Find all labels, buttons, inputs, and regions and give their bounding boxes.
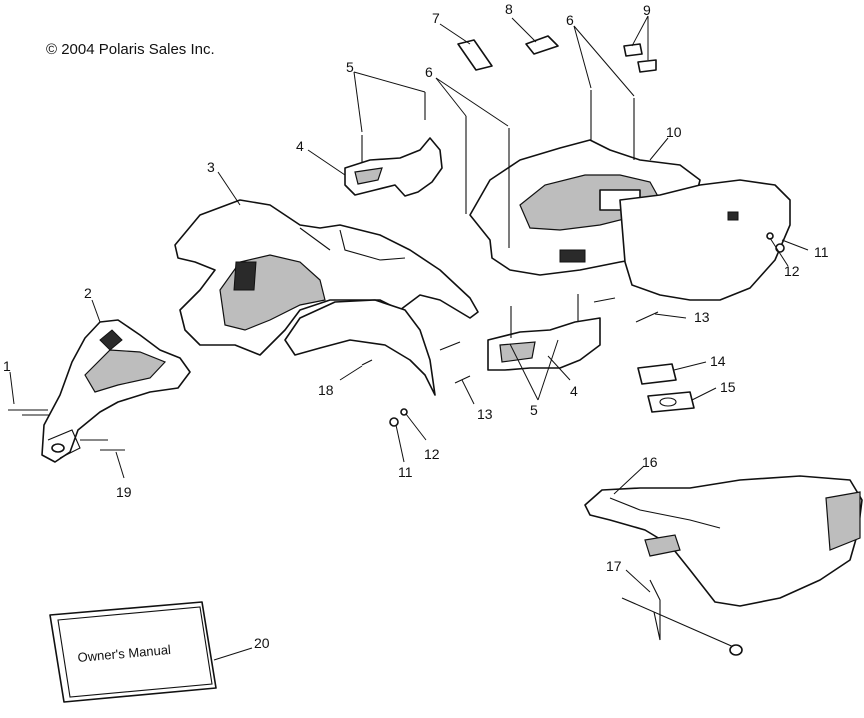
rear-fender — [469, 139, 791, 301]
front-headlight-pod — [41, 319, 191, 463]
callout-2: 2 — [84, 285, 92, 301]
callout-3: 3 — [207, 159, 215, 175]
callout-16: 16 — [642, 454, 658, 470]
callout-15: 15 — [720, 379, 736, 395]
callout-6b: 6 — [566, 12, 574, 28]
callout-18: 18 — [318, 382, 334, 398]
callout-5b: 5 — [530, 402, 538, 418]
callout-4b: 4 — [570, 383, 578, 399]
callout-11b: 11 — [398, 464, 413, 480]
callout-numbers: 1 2 3 4 5 6 6 7 8 9 10 11 12 13 14 15 4 … — [3, 1, 829, 651]
callout-5: 5 — [346, 59, 354, 75]
copyright-notice: © 2004 Polaris Sales Inc. — [46, 41, 215, 58]
small-brackets — [457, 35, 657, 73]
decals — [637, 363, 695, 413]
side-panel-upper — [344, 137, 443, 197]
callout-11a: 11 — [814, 244, 829, 260]
callout-12a: 12 — [784, 263, 800, 279]
seat — [584, 475, 863, 607]
front-fender — [174, 199, 479, 396]
callout-17: 17 — [606, 558, 622, 574]
callout-7: 7 — [432, 10, 440, 26]
bolt-set-1 — [8, 409, 125, 451]
callout-12b: 12 — [424, 446, 440, 462]
callout-10: 10 — [666, 124, 682, 140]
callout-13b: 13 — [477, 406, 493, 422]
callout-13a: 13 — [694, 309, 710, 325]
callout-14: 14 — [710, 353, 726, 369]
side-panel-lower — [487, 317, 601, 371]
callout-19: 19 — [116, 484, 132, 500]
owners-manual: Owner's Manual — [49, 601, 217, 703]
callout-6a: 6 — [425, 64, 433, 80]
callout-1: 1 — [3, 358, 11, 374]
callout-9: 9 — [643, 2, 651, 18]
callout-20: 20 — [254, 635, 270, 651]
seat-latch-rod — [621, 579, 743, 656]
leader-lines — [9, 15, 809, 661]
small-hardware — [361, 232, 785, 427]
vertical-bolts — [361, 90, 635, 338]
callout-4: 4 — [296, 138, 304, 154]
callout-8: 8 — [505, 1, 513, 17]
